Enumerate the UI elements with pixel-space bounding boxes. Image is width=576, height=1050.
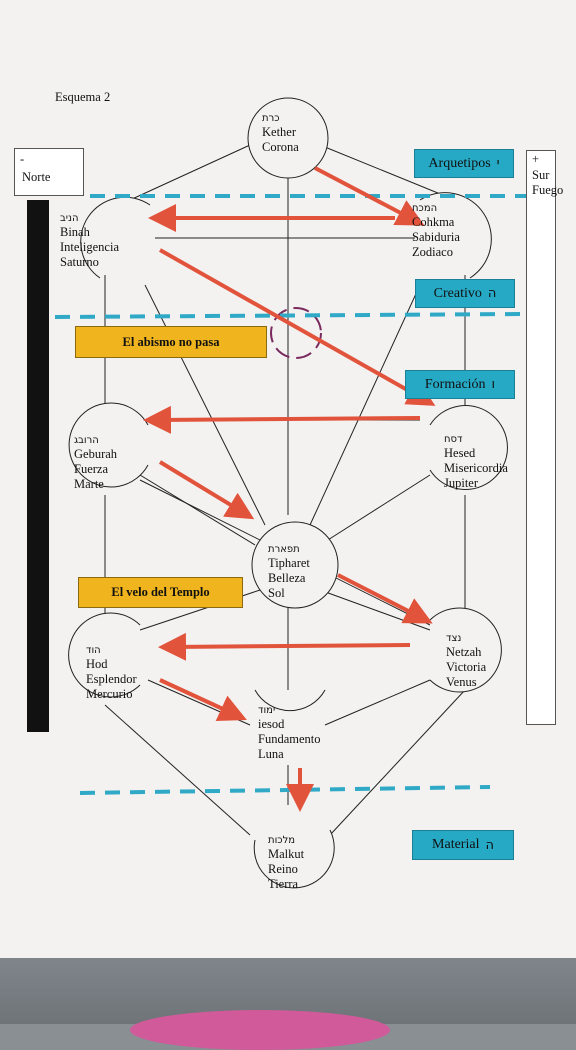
hebrew-kether: כרת: [262, 113, 280, 124]
arrow-netzah-to-hod: [158, 632, 411, 661]
arrow-geburah-to-tipharet: [158, 460, 255, 520]
arrow-tipharet-to-netzah: [337, 573, 433, 624]
world-box-material: Material ה: [412, 830, 514, 860]
hebrew-hod: הוד: [86, 645, 101, 656]
world-box-creativo: Creativo ה: [415, 279, 515, 308]
path-netzah-malkut: [329, 689, 466, 836]
sephirah-circles: [68, 97, 508, 889]
label-hod: הוד Hod Esplendor Mercurio: [86, 645, 137, 701]
letter-yod: י: [496, 156, 500, 171]
circle-hod: [68, 612, 141, 698]
right-pillar-sign: +: [532, 152, 540, 166]
left-pillar-box: [14, 148, 84, 196]
pink-fabric: [130, 1010, 390, 1050]
letter-vav: ו: [491, 377, 496, 392]
path-hod-iesod: [147, 679, 251, 726]
red-arrows: [143, 166, 436, 812]
circle-tipharet: [251, 521, 339, 609]
divider-material: [79, 785, 491, 795]
circle-hesed: [429, 405, 508, 490]
hebrew-geburah: הרובג: [74, 435, 99, 446]
letter-he-final: ה: [485, 837, 494, 853]
hebrew-cohkma: המכח: [412, 203, 438, 214]
path-kether-cohkma: [319, 144, 456, 201]
path-netzah-iesod: [324, 679, 431, 726]
label-velo: El velo del Templo: [78, 577, 243, 608]
left-black-pillar: [27, 200, 49, 732]
label-abismo: El abismo no pasa: [75, 326, 267, 358]
label-iesod: ימוד iesod Fundamento Luna: [258, 705, 321, 761]
arrow-hod-to-iesod: [159, 678, 247, 722]
label-netzah: נצד Netzah Victoria Venus: [446, 633, 487, 689]
world-dividers: [54, 194, 530, 795]
label-kether: כרת Kether Corona: [262, 113, 299, 154]
label-hesed: דסח Hesed Misericordia Jupiter: [444, 434, 508, 490]
hebrew-iesod: ימוד: [258, 705, 276, 716]
circle-geburah: [68, 402, 149, 488]
right-pillar-name-sur: Sur: [532, 168, 550, 182]
label-binah: הניב Binah Inteligencia Saturno: [60, 213, 119, 269]
circle-cohkma: [419, 192, 492, 279]
left-pillar-name: Norte: [22, 170, 51, 184]
hebrew-malkut: מלכות: [268, 835, 296, 846]
left-pillar-sign: -: [20, 152, 25, 166]
path-hesed-tipharet: [319, 474, 431, 546]
hebrew-netzah: נצד: [446, 633, 462, 644]
letter-he: ה: [487, 286, 497, 301]
path-binah-tipharet: [144, 284, 266, 526]
world-box-formacion: Formación ו: [405, 370, 515, 399]
circle-netzah: [429, 607, 502, 693]
hebrew-tipharet: תפארת: [268, 544, 300, 555]
path-hod-malkut: [104, 704, 251, 836]
label-cohkma: המכח Cohkma Sabiduria Zodiaco: [412, 203, 460, 259]
circle-kether: [247, 97, 329, 179]
circle-iesod: [254, 689, 326, 712]
world-box-arquetipos: Arquetipos י: [414, 149, 514, 178]
arrow-binah-to-hesed: [159, 248, 436, 406]
label-malkut: מלכות Malkut Reino Tierra: [268, 835, 305, 891]
arrow-kether-to-cohkma: [314, 166, 425, 226]
right-pillar-name-fuego: Fuego: [532, 183, 564, 197]
hebrew-hesed: דסח: [444, 434, 463, 445]
arrow-hesed-to-geburah: [143, 405, 421, 434]
tree-of-life-diagram: [54, 97, 530, 889]
path-kether-binah: [129, 144, 251, 201]
path-cohkma-tipharet: [309, 284, 421, 526]
schema-label: Esquema 2: [55, 90, 111, 104]
divider-creativo: [54, 312, 521, 319]
hebrew-binah: הניב: [60, 213, 79, 224]
path-geburah-tipharet: [139, 474, 256, 546]
right-pillar: [526, 150, 556, 725]
label-tipharet: תפארת Tipharet Belleza Sol: [268, 544, 310, 600]
label-geburah: הרובג Geburah Fuerza Marte: [74, 435, 118, 491]
circle-binah: [80, 196, 151, 279]
abyss-circle: [270, 307, 322, 359]
circle-malkut: [253, 829, 335, 889]
